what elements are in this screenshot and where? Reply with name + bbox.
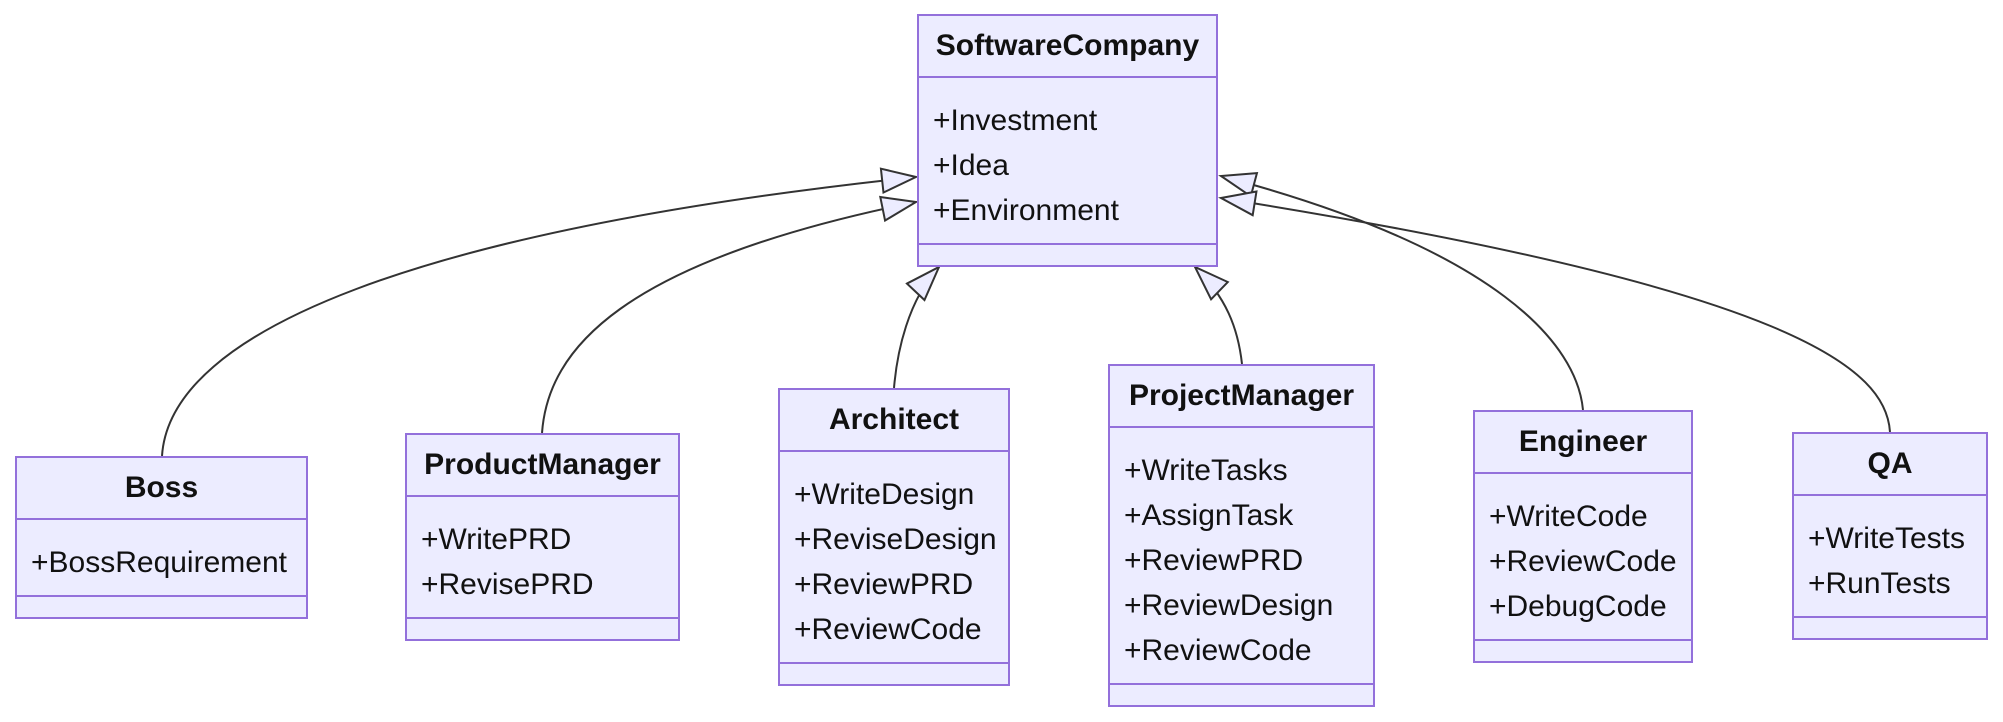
class-attribute: +WriteDesign <box>794 478 975 511</box>
class-attribute: +WritePRD <box>421 523 572 556</box>
class-attributes-compartment: +BossRequirement <box>17 520 306 595</box>
class-productmanager: ProductManager +WritePRD +RevisePRD <box>405 433 680 641</box>
class-title: Boss <box>17 458 306 520</box>
class-attribute: +ReviewCode <box>794 613 982 646</box>
class-attribute: +ReviewPRD <box>1124 544 1304 577</box>
class-boss: Boss +BossRequirement <box>15 456 308 619</box>
class-attributes-compartment: +Investment +Idea +Environment <box>919 78 1216 243</box>
class-attribute: +BossRequirement <box>31 546 287 579</box>
class-attribute: +WriteCode <box>1489 500 1648 533</box>
class-methods-compartment-empty <box>17 595 306 617</box>
class-attribute: +ReviewDesign <box>1124 589 1334 622</box>
class-attribute: +WriteTests <box>1808 522 1965 555</box>
class-attributes-compartment: +WriteDesign +ReviseDesign +ReviewPRD +Revi… <box>780 452 1008 662</box>
class-attribute: +Investment <box>933 104 1098 137</box>
class-projectmanager: ProjectManager +WriteTasks +AssignTask +Rev… <box>1108 364 1375 707</box>
class-methods-compartment-empty <box>919 243 1216 265</box>
class-attribute: +RevisePRD <box>421 568 594 601</box>
class-architect: Architect +WriteDesign +ReviseDesign +Revie… <box>778 388 1010 686</box>
class-title: Architect <box>780 390 1008 452</box>
class-attribute: +ReviewPRD <box>794 568 974 601</box>
class-attribute: +Environment <box>933 194 1119 227</box>
class-title: ProductManager <box>407 435 678 497</box>
class-attribute: +RunTests <box>1808 567 1951 600</box>
class-title: ProjectManager <box>1110 366 1373 428</box>
class-title: QA <box>1794 434 1986 496</box>
class-attribute: +ReviseDesign <box>794 523 997 556</box>
class-engineer: Engineer +WriteCode +ReviewCode +DebugCode <box>1473 410 1693 663</box>
class-attributes-compartment: +WriteTasks +AssignTask +ReviewPRD +ReviewD… <box>1110 428 1373 683</box>
class-attribute: +AssignTask <box>1124 499 1294 532</box>
class-attribute: +ReviewCode <box>1124 634 1312 667</box>
class-attribute: +ReviewCode <box>1489 545 1677 578</box>
class-title: SoftwareCompany <box>919 16 1216 78</box>
class-qa: QA +WriteTests +RunTests <box>1792 432 1988 640</box>
class-methods-compartment-empty <box>1794 616 1986 638</box>
class-methods-compartment-empty <box>1475 639 1691 661</box>
class-methods-compartment-empty <box>407 617 678 639</box>
edge-architect-to-softwarecompany <box>893 264 942 389</box>
edge-projectmanager-to-softwarecompany <box>1192 264 1243 365</box>
class-methods-compartment-empty <box>780 662 1008 684</box>
class-attribute: +Idea <box>933 149 1009 182</box>
class-attributes-compartment: +WriteTests +RunTests <box>1794 496 1986 616</box>
class-attributes-compartment: +WritePRD +RevisePRD <box>407 497 678 617</box>
class-attributes-compartment: +WriteCode +ReviewCode +DebugCode <box>1475 474 1691 639</box>
class-methods-compartment-empty <box>1110 683 1373 705</box>
class-attribute: +DebugCode <box>1489 590 1667 623</box>
class-title: Engineer <box>1475 412 1691 474</box>
class-attribute: +WriteTasks <box>1124 454 1288 487</box>
class-softwarecompany: SoftwareCompany +Investment +Idea +Environm… <box>917 14 1218 267</box>
